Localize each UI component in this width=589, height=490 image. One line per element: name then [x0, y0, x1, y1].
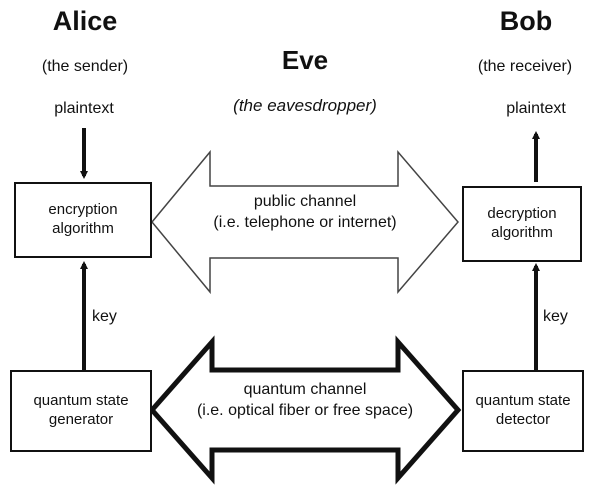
bob-name: Bob [499, 6, 553, 36]
generator-box-line-1: quantum state [33, 392, 129, 410]
quantum-state-generator-box: quantum state generator [10, 370, 152, 452]
public-channel-title: public channel [253, 193, 357, 210]
quantum-channel-arrow [148, 335, 462, 485]
public-channel-arrow [151, 149, 459, 295]
generator-box-line-2: generator [48, 411, 114, 428]
encryption-algorithm-box: encryption algorithm [14, 182, 152, 258]
alice-key-label: key [92, 308, 117, 325]
encryption-box-line-2: algorithm [52, 220, 114, 237]
bob-role: (the receiver) [477, 58, 573, 75]
decryption-algorithm-box: decryption algorithm [462, 186, 582, 262]
bob-key-label: key [543, 308, 568, 325]
detector-box-line-1: quantum state [475, 392, 571, 410]
alice-role: (the sender) [41, 58, 129, 75]
decryption-box-line-1: decryption [487, 205, 557, 223]
alice-plaintext-label: plaintext [54, 100, 114, 117]
eve-role: (the eavesdropper) [233, 96, 377, 115]
quantum-channel-title: quantum channel [243, 381, 367, 398]
quantum-state-detector-box: quantum state detector [462, 370, 584, 452]
eve-name: Eve [281, 45, 329, 75]
quantum-channel-example: (i.e. optical fiber or free space) [196, 401, 414, 419]
alice-name: Alice [52, 6, 118, 36]
public-channel-example: (i.e. telephone or internet) [213, 213, 397, 231]
public-channel-label: public channel (i.e. telephone or intern… [172, 192, 438, 234]
detector-box-line-2: detector [495, 411, 551, 428]
quantum-channel-label: quantum channel (i.e. optical fiber or f… [160, 380, 450, 422]
bob-plaintext-label: plaintext [506, 100, 566, 117]
encryption-box-line-1: encryption [48, 201, 118, 219]
decryption-box-line-2: algorithm [491, 224, 553, 241]
